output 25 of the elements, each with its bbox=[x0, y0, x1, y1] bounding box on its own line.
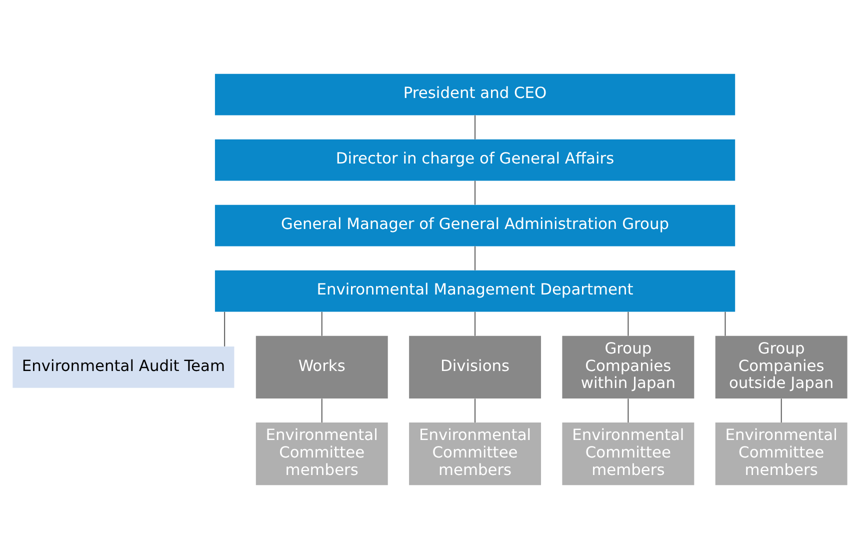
node-box: Environmental Management Department bbox=[214, 270, 736, 312]
node-box: Divisions bbox=[409, 335, 541, 398]
connector bbox=[628, 398, 629, 422]
node-box: Works bbox=[256, 335, 388, 398]
node-box: General Manager of General Administration Group bbox=[214, 204, 736, 246]
node-box: Environmental Audit Team bbox=[12, 346, 234, 388]
node-box: Group Companies outside Japan bbox=[715, 335, 848, 398]
node-box: Group Companies within Japan bbox=[562, 335, 694, 398]
connector bbox=[321, 310, 322, 336]
connector bbox=[474, 180, 476, 205]
connector bbox=[474, 310, 476, 336]
connector bbox=[724, 310, 726, 336]
connector bbox=[780, 398, 782, 422]
node-box: Environmental Committee members bbox=[409, 422, 541, 485]
node-box: Environmental Committee members bbox=[715, 422, 848, 485]
connector bbox=[474, 245, 476, 270]
connector bbox=[224, 310, 226, 346]
connector bbox=[628, 310, 629, 336]
node-box: Director in charge of General Affairs bbox=[214, 138, 736, 180]
connector bbox=[321, 398, 322, 422]
connector bbox=[474, 114, 476, 140]
node-box: Environmental Committee members bbox=[562, 422, 694, 485]
connector bbox=[474, 398, 476, 422]
node-box: President and CEO bbox=[214, 73, 736, 115]
node-box: Environmental Committee members bbox=[256, 422, 388, 485]
